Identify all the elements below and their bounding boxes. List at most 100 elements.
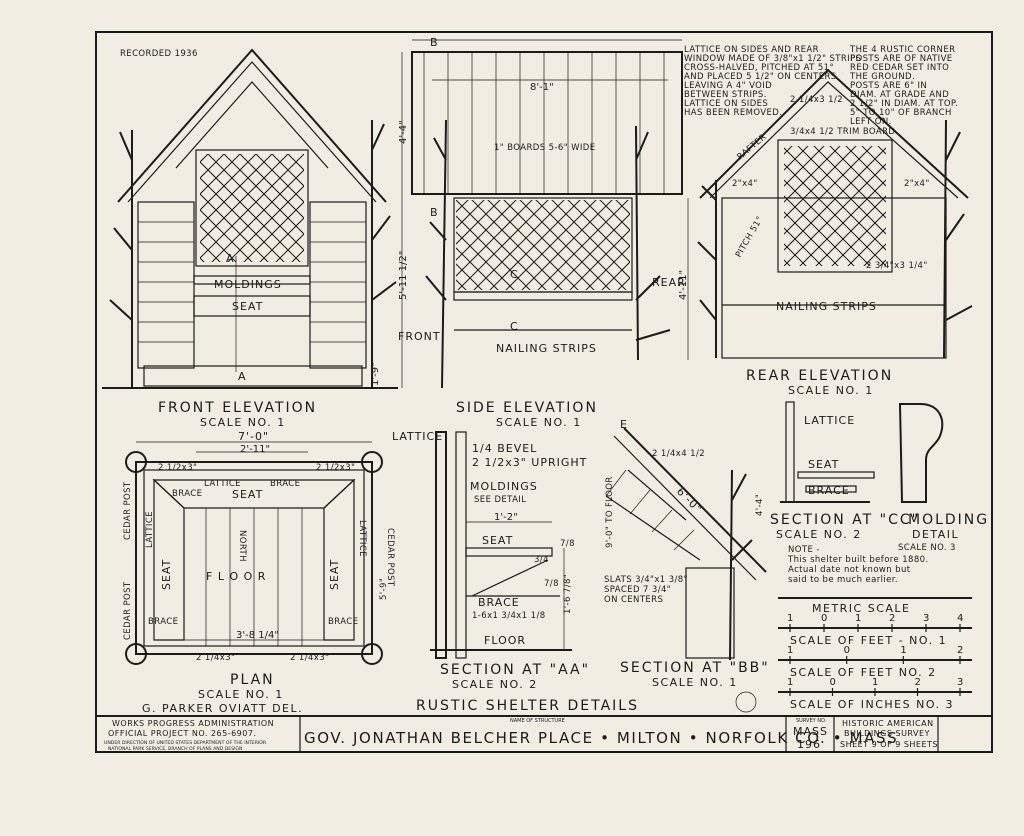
front-elevation-scale: SCALE NO. 1 <box>200 416 286 429</box>
notePosts-line: RED CEDAR SET INTO <box>850 63 949 73</box>
lattice-strip <box>829 146 886 203</box>
lattice-strip <box>275 233 304 262</box>
side-lattice <box>453 197 633 293</box>
lattice-strip <box>815 195 886 266</box>
slatsNote-line: SPACED 7 3/4" <box>604 585 671 595</box>
scale-tick-label: 3 <box>957 677 963 688</box>
lattice-strip <box>271 154 304 187</box>
side-front-label: FRONT <box>398 330 441 343</box>
side-sec-c-top: C <box>510 268 519 281</box>
section-aa: LATTICE 1/4 BEVEL 2 1/2x3" UPRIGHT MOLDI… <box>392 430 588 691</box>
sec-cc-scale: SCALE NO. 2 <box>776 528 862 541</box>
sec-bb-height: 4'-4" <box>755 494 765 516</box>
plan-brace-br: BRACE <box>328 617 358 627</box>
side-elevation-scale: SCALE NO. 1 <box>496 416 582 429</box>
plan-north-label: NORTH <box>237 530 247 562</box>
lattice-strip <box>861 146 886 171</box>
lattice-strip <box>599 200 630 231</box>
lattice-strip <box>847 227 886 266</box>
lattice-strip <box>76 150 196 270</box>
notePosts-line: POSTS ARE 6" IN <box>850 81 927 91</box>
sec-aa-seat <box>465 547 553 557</box>
lattice-strip <box>784 146 825 187</box>
notePosts-line: 5" TO 10" OF BRANCH <box>850 108 952 118</box>
metric-scale-title: METRIC SCALE <box>812 602 911 615</box>
lattice-strip <box>1002 142 1024 272</box>
rear-rafter-label: RAFTER <box>736 132 769 162</box>
side-roof <box>411 51 683 195</box>
notePosts-line: THE GROUND. <box>849 72 915 82</box>
lattice-strip <box>76 150 196 270</box>
front-sec-a-bot: A <box>238 370 247 383</box>
tb-habs-2: BUILDINGS SURVEY <box>844 729 930 738</box>
sec-bb-post <box>729 469 753 661</box>
lattice-strip <box>954 142 1024 272</box>
lattice-strip <box>211 169 304 262</box>
side-sec-b-top: B <box>430 36 439 49</box>
lattice-strip <box>845 146 886 187</box>
title-block: WORKS PROGRESS ADMINISTRATION OFFICIAL P… <box>96 715 992 752</box>
sec-aa-seat-label: SEAT <box>482 534 513 547</box>
shelterNote-line: said to be much earlier. <box>788 575 898 585</box>
front-elevation: A A MOLDINGS SEAT FRONT ELEVATION SCALE … <box>76 48 398 429</box>
sec-aa-brace-size: 1-6x1 3/4x1 1/8 <box>472 611 546 621</box>
sec-bb-scale: SCALE NO. 1 <box>652 676 738 689</box>
rear-elevation-title: REAR ELEVATION <box>746 368 893 384</box>
scale-tick-label: 1 <box>787 613 793 624</box>
rear-right-size: 2"x4" <box>904 179 930 189</box>
side-nailing-label: NAILING STRIPS <box>496 342 597 355</box>
rear-gable <box>699 68 969 199</box>
sec-bb-rafter <box>623 427 767 573</box>
sec-cc-lattice: LATTICE <box>804 414 855 427</box>
sec-bb-e: E <box>620 418 628 431</box>
plan-dim-tl: 2 1/2x3" <box>158 463 197 473</box>
noteLattice-line: CROSS-HALVED, PITCHED AT 51° <box>684 63 834 73</box>
side-post-left <box>425 119 447 389</box>
notePosts-line: 2 1/2" IN DIAM. AT TOP. <box>850 99 958 109</box>
plan-seat-right: SEAT <box>328 559 341 590</box>
tb-survey-2: 196 <box>797 738 821 751</box>
lattice-strip <box>553 213 630 290</box>
sec-bb-title: SECTION AT "BB" <box>620 660 770 676</box>
notePosts-line: THE 4 RUSTIC CORNER <box>849 45 955 55</box>
plan-lattice-top: LATTICE <box>204 479 241 489</box>
scale-tick-label: 1 <box>872 677 878 688</box>
plan-title: PLAN <box>230 672 275 688</box>
lattice-strip <box>799 179 886 266</box>
tb-direction-1: UNDER DIRECTION OF UNITED STATES DEPARTM… <box>104 740 267 746</box>
notePosts-line: LEFT ON. <box>850 117 892 127</box>
molding-title: MOLDING <box>908 512 989 528</box>
plan-dim-tr: 2 1/2x3" <box>316 463 355 473</box>
plan-width-bottom: 3'-8 1/4" <box>236 630 279 641</box>
lattice-strip <box>569 229 630 290</box>
lattice-strip <box>784 146 857 219</box>
sec-cc-seat <box>797 471 875 479</box>
side-base-dim: 1'-9" <box>370 362 381 386</box>
rear-pitch-label: PITCH 51° <box>734 215 766 260</box>
lattice-strip <box>583 200 630 247</box>
slatsNote-line: SLATS 3/4"x1 3/8" <box>604 575 688 585</box>
sec-aa-upright: 2 1/2x3" UPRIGHT <box>472 456 587 469</box>
lattice-strip <box>1018 142 1024 272</box>
lattice-strip <box>227 185 304 262</box>
sec-bb-rafter-size: 2 1/4x4 1/2 <box>652 449 705 459</box>
plan-dim-br: 2 1/4x3" <box>290 653 329 663</box>
tb-survey-label: SURVEY NO. <box>796 718 827 724</box>
noteLattice-line: LATTICE ON SIDES <box>684 99 768 109</box>
sec-aa-d2: 7/8 <box>544 579 559 589</box>
section-bb: E 2 1/4x4 1/2 6'-0" 9'-0" TO FLOOR 4'-4"… <box>604 418 770 689</box>
plan-post-tl <box>125 451 147 473</box>
noteLattice-line: WINDOW MADE OF 3/8"x1 1/2" STRIPS <box>684 54 861 64</box>
inches-scale-title: SCALE OF INCHES NO. 3 <box>790 698 954 711</box>
sec-aa-bevel: 1/4 BEVEL <box>472 442 537 455</box>
sec-aa-seat-width: 1'-2" <box>494 512 518 523</box>
tb-wpa-1: WORKS PROGRESS ADMINISTRATION <box>112 719 274 728</box>
lattice-strip <box>970 142 1024 272</box>
plan-depth: 5'-9" <box>379 578 389 600</box>
lattice-strip <box>906 142 1024 272</box>
sheet-title: RUSTIC SHELTER DETAILS <box>416 698 639 714</box>
lattice-strip <box>601 261 630 290</box>
